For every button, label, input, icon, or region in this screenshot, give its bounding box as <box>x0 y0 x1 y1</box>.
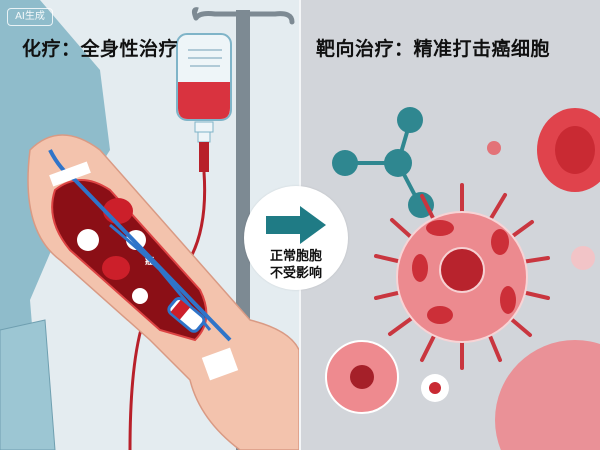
normal-cells-unaffected-badge: 正常胞胞 不受影响 <box>244 186 348 290</box>
chemotherapy-illustration: 癌 <box>0 0 299 450</box>
cancer-cell-spikes <box>374 183 550 370</box>
vein <box>48 149 232 342</box>
catheter-icon <box>167 296 206 333</box>
targeted-therapy-title: 靶向治疗：精准打击癌细胞 <box>316 38 551 60</box>
badge-line-2: 不受影响 <box>269 266 322 281</box>
molecule-atom <box>332 150 358 176</box>
cancer-nucleus <box>439 247 485 293</box>
bandage <box>201 347 239 381</box>
targeted-therapy-illustration <box>325 107 600 450</box>
badge-line-1: 正常胞胞 <box>269 249 322 264</box>
blurred-cancer-cell <box>495 340 600 450</box>
targeted-therapy-panel: 靶向治疗：精准打击癌细胞 <box>301 0 600 450</box>
ai-generated-watermark: AI生成 <box>7 8 53 26</box>
chemotherapy-title: 化疗：全身性治疗 <box>22 38 179 60</box>
right-arrow-icon <box>266 206 326 244</box>
